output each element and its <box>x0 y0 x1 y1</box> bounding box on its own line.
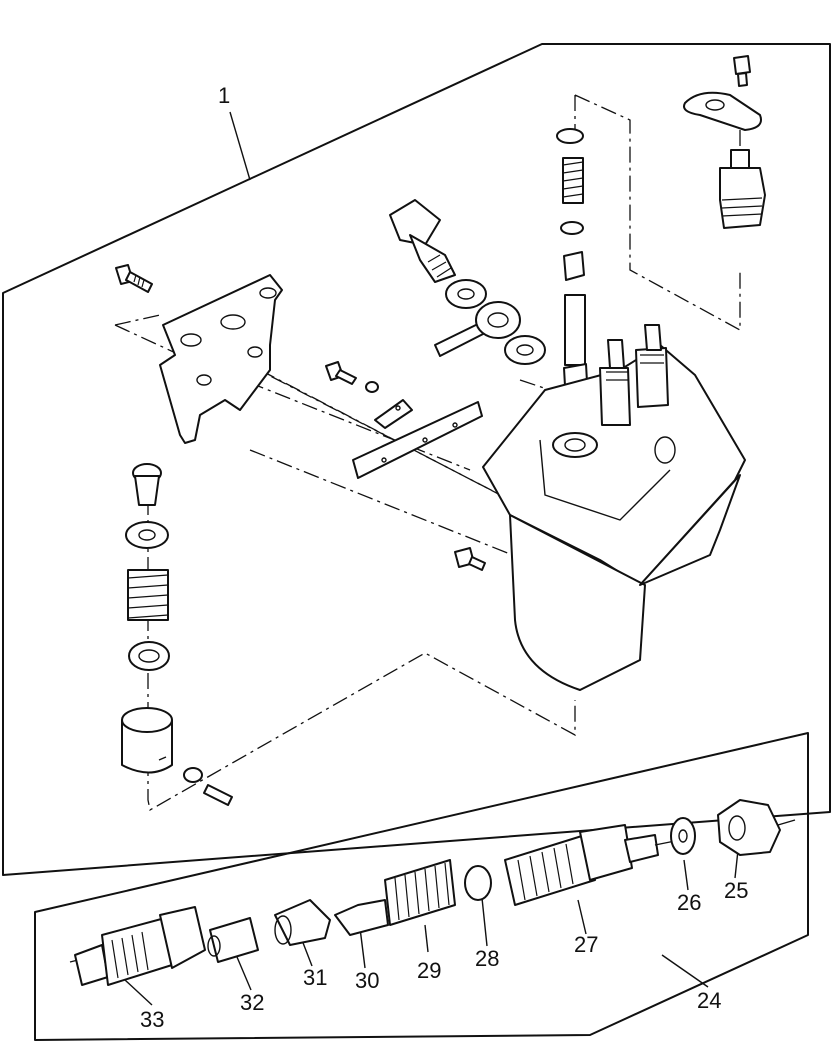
assembly-panel-upper <box>2 43 831 876</box>
nut-25 <box>717 799 796 856</box>
sleeve-32 <box>207 917 259 963</box>
callout-27: 27 <box>574 932 598 957</box>
left-valve-stack <box>121 463 233 806</box>
clip <box>374 399 413 429</box>
mounting-strip <box>352 401 483 479</box>
washer-28 <box>464 865 492 901</box>
valve-stack <box>556 128 589 405</box>
connector-27 <box>504 824 691 906</box>
assembly-panel-lower <box>34 732 809 1041</box>
spring-29 <box>384 859 456 926</box>
mounting-bracket <box>159 274 283 444</box>
banjo-bolt <box>389 199 546 365</box>
body-screw <box>454 547 486 571</box>
valve-31 <box>274 899 331 946</box>
nozzle-holder-33 <box>69 906 206 986</box>
injection-pump-housing <box>482 324 746 691</box>
washer-26 <box>670 817 696 855</box>
callout-26: 26 <box>677 890 701 915</box>
callout-32: 32 <box>240 990 264 1015</box>
callout-1: 1 <box>218 83 230 108</box>
valve-30 <box>334 899 389 936</box>
fitting-top-right <box>683 55 766 229</box>
bracket-screw <box>115 264 153 293</box>
callout-25: 25 <box>724 878 748 903</box>
callout-30: 30 <box>355 968 379 993</box>
callout-24: 24 <box>697 988 721 1013</box>
callout-29: 29 <box>417 958 441 983</box>
screw-with-washer <box>325 361 379 393</box>
callout-28: 28 <box>475 946 499 971</box>
callout-33: 33 <box>140 1007 164 1032</box>
callout-leaders <box>124 111 739 1006</box>
callout-31: 31 <box>303 965 327 990</box>
